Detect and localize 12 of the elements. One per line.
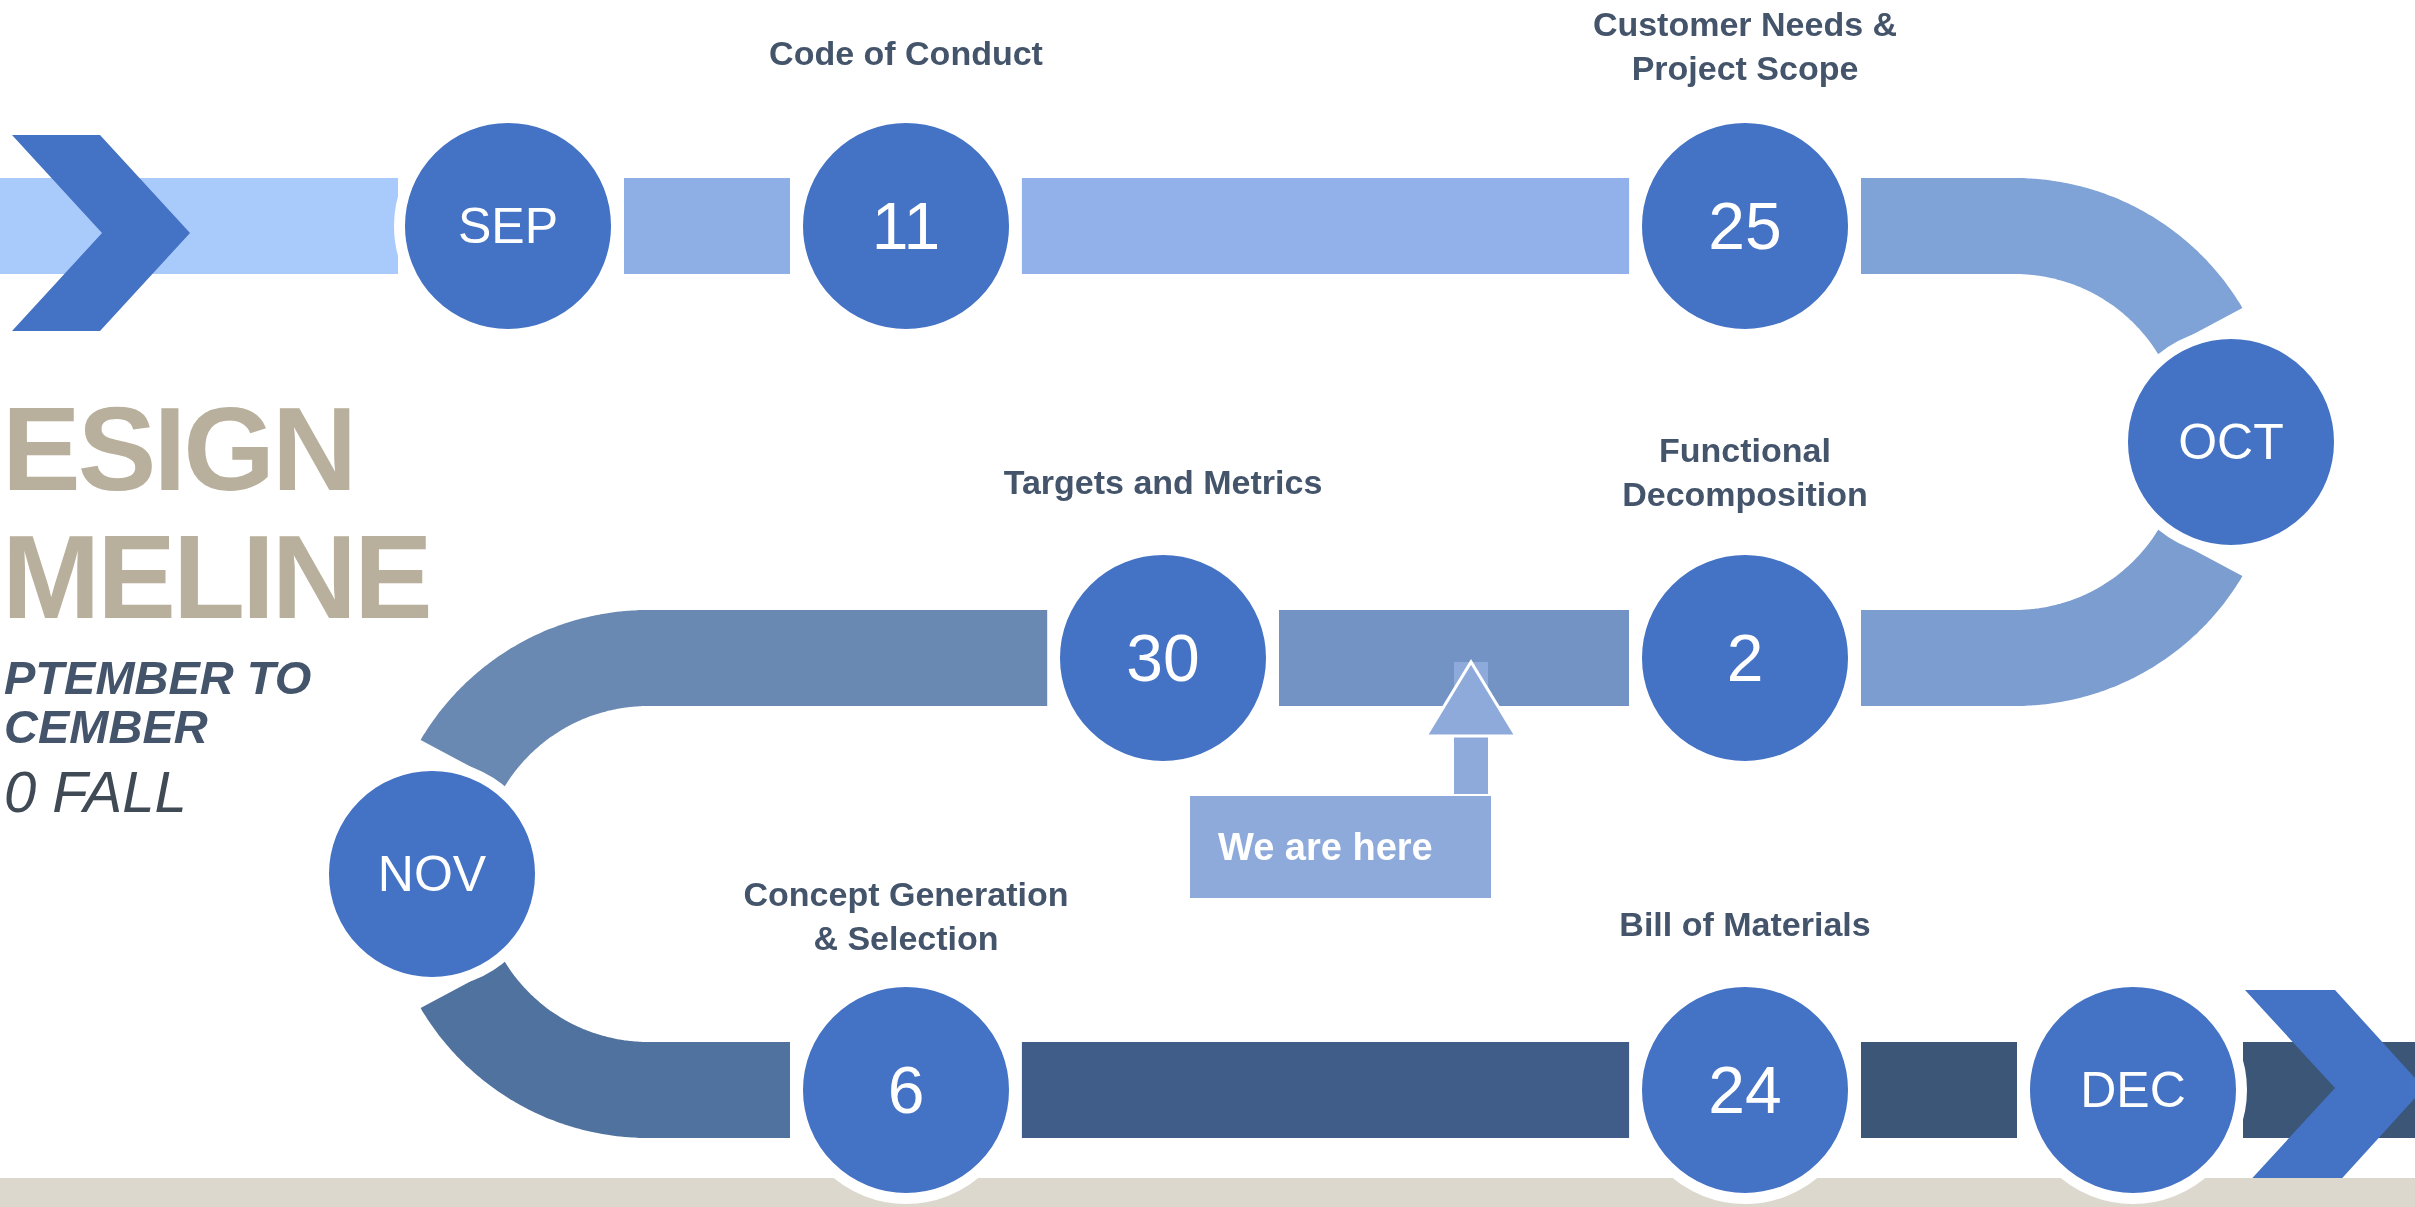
milestone-label: Customer Needs & Project Scope xyxy=(1591,4,1899,89)
title-text: CEMBER xyxy=(4,703,209,750)
title-text: 0 FALL xyxy=(4,763,188,821)
title-text: PTEMBER TO xyxy=(4,654,313,701)
title-text: ESIGN xyxy=(2,390,355,508)
milestone-label: Bill of Materials xyxy=(1618,904,1872,945)
milestone-label: Functional Decomposition xyxy=(1621,430,1869,515)
title-text: MELINE xyxy=(2,518,430,636)
milestone-label: Code of Conduct xyxy=(768,33,1044,74)
milestone-label: Concept Generation & Selection xyxy=(742,874,1070,959)
callout-box: We are here xyxy=(1190,796,1491,898)
milestone-label: Targets and Metrics xyxy=(1002,462,1324,503)
